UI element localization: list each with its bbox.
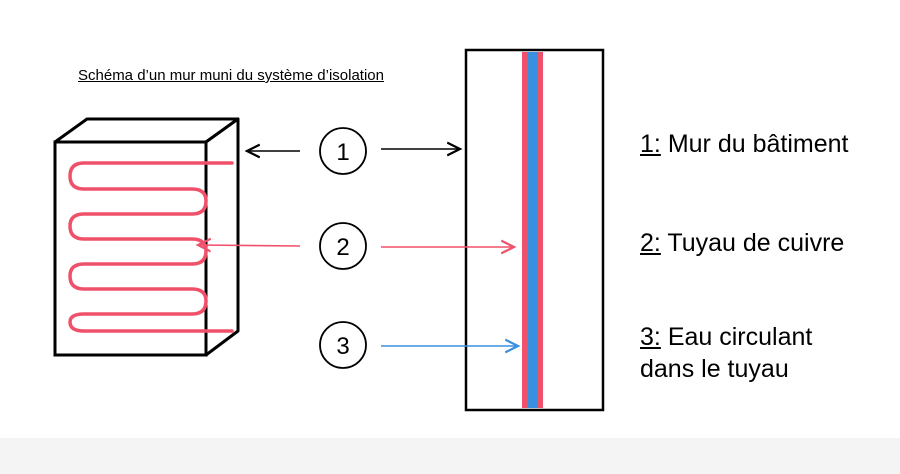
legend-item-3: 3: Eau circulant dans le tuyau [640, 321, 860, 385]
marker-3-label: 3 [336, 333, 349, 360]
wall-block-3d [53, 117, 240, 357]
legend-1-text: Mur du bâtiment [667, 130, 849, 158]
legend-2-text: Tuyau de cuivre [667, 229, 845, 257]
marker-1-circle [319, 127, 367, 175]
wall-cross-section [464, 48, 605, 412]
legend-item-2: 2: Tuyau de cuivre [640, 227, 844, 259]
wall-block-side-face [204, 117, 240, 357]
marker-2-group: 2 [198, 222, 514, 270]
water-band [528, 52, 538, 408]
marker-3-circle [319, 321, 367, 369]
marker-1-label: 1 [336, 139, 349, 166]
legend-1-number: 1: [640, 130, 661, 158]
wall-block-front-face [53, 140, 208, 357]
legend-3-text: Eau circulant dans le tuyau [640, 323, 813, 383]
diagram-title: Schéma d’un mur muni du système d’isolat… [78, 67, 384, 84]
marker-2-label: 2 [336, 234, 349, 261]
marker-3-group: 3 [319, 321, 518, 369]
arrow-2-left [198, 245, 301, 246]
marker-1-group: 1 [247, 127, 460, 175]
bottom-band [0, 438, 900, 474]
legend-2-number: 2: [640, 229, 661, 257]
legend-item-1: 1: Mur du bâtiment [640, 128, 848, 160]
marker-2-circle [319, 222, 367, 270]
legend-3-number: 3: [640, 323, 661, 351]
